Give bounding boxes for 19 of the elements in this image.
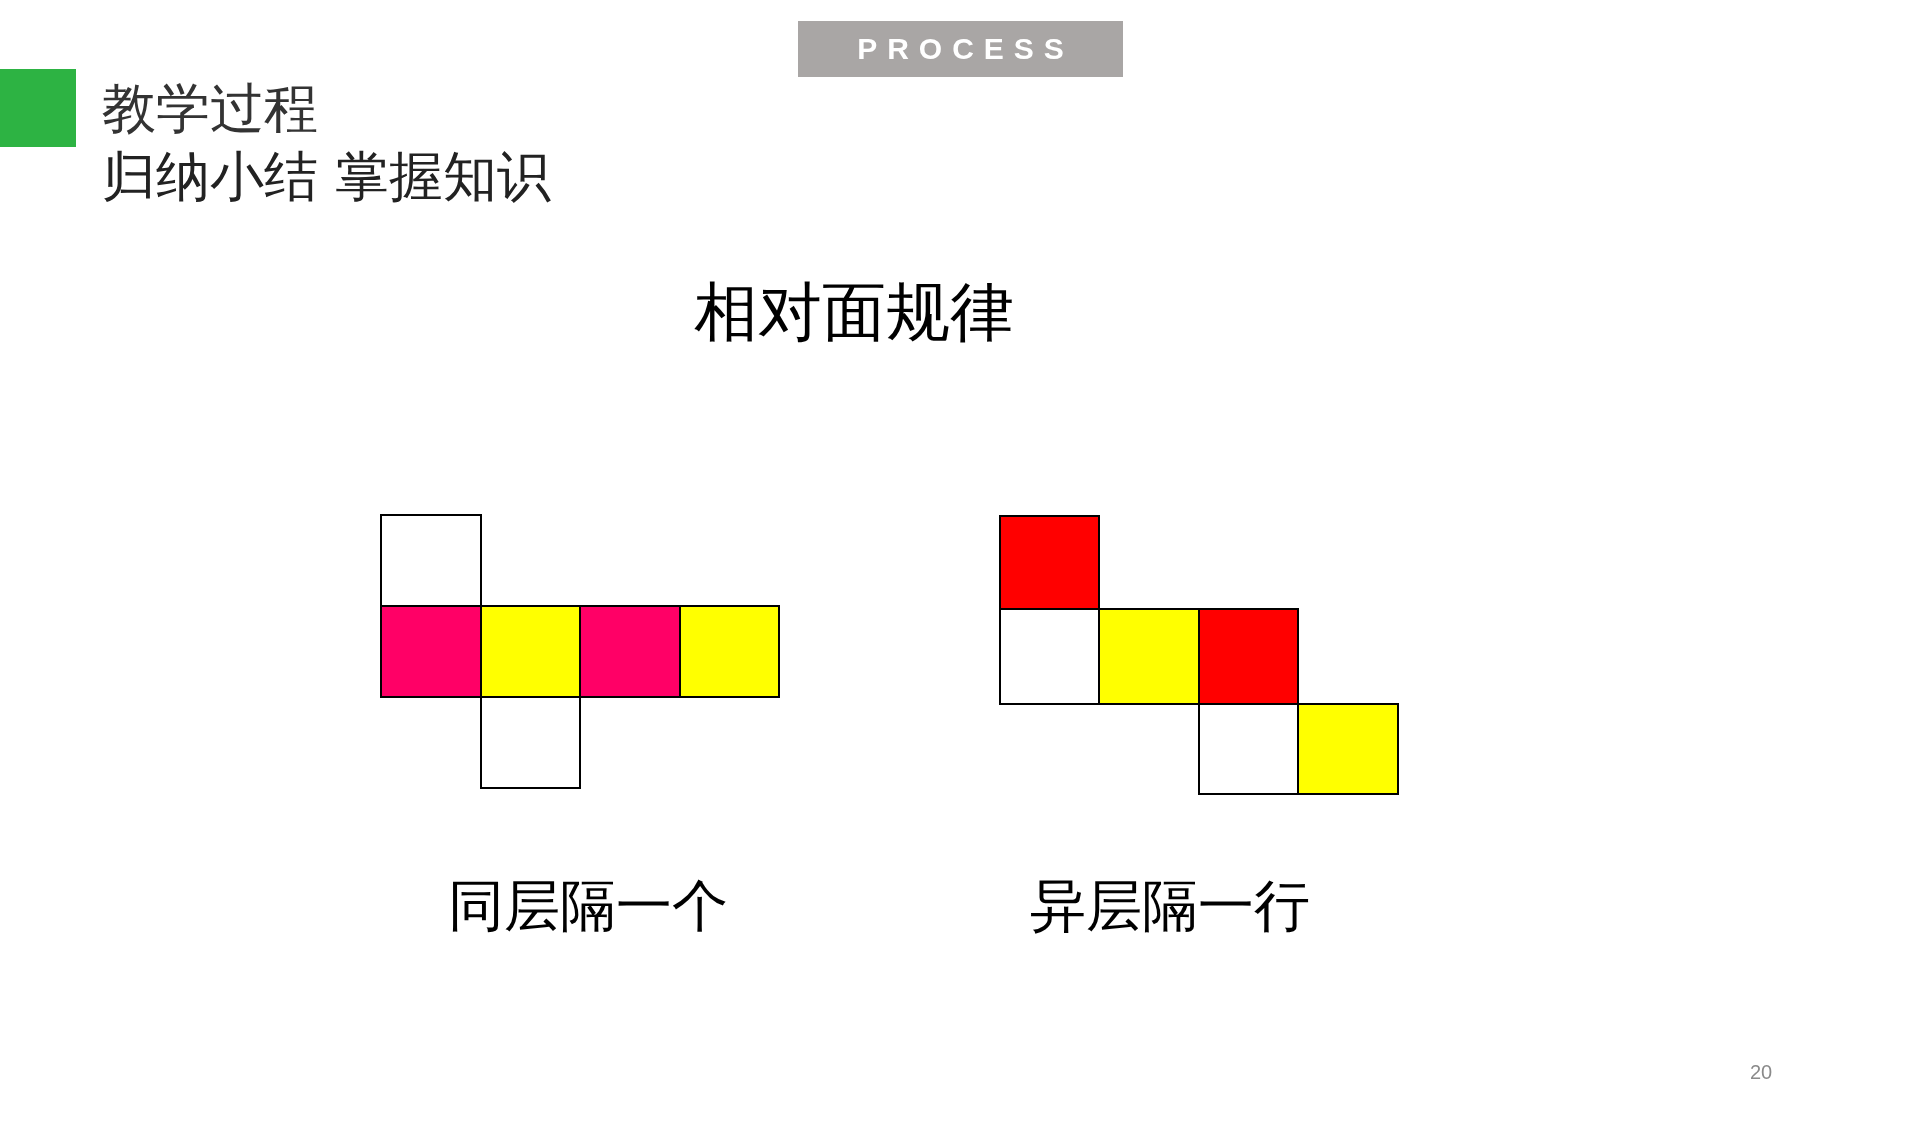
cube-net-face xyxy=(1197,702,1299,795)
cube-net-face xyxy=(678,604,780,698)
section-heading: 教学过程 xyxy=(102,78,318,141)
section-tag: PROCESS xyxy=(798,21,1123,77)
cube-net-face xyxy=(1098,608,1200,705)
cube-net-face xyxy=(1297,702,1399,795)
cube-net-face xyxy=(1197,608,1299,705)
section-subheading: 归纳小结 掌握知识 xyxy=(102,146,552,209)
cube-net-face xyxy=(579,604,681,698)
slide-title: 相对面规律 xyxy=(694,276,1014,350)
page-number: 20 xyxy=(1750,1061,1773,1083)
cube-net-face xyxy=(479,695,581,789)
cube-net-face xyxy=(380,513,482,607)
cube-net-face xyxy=(479,604,581,698)
net-caption: 异层隔一行 xyxy=(1030,874,1310,939)
cube-net-face xyxy=(380,604,482,698)
net-caption: 同层隔一个 xyxy=(448,874,728,939)
cube-net-face xyxy=(998,608,1100,705)
cube-net-face xyxy=(998,515,1100,610)
